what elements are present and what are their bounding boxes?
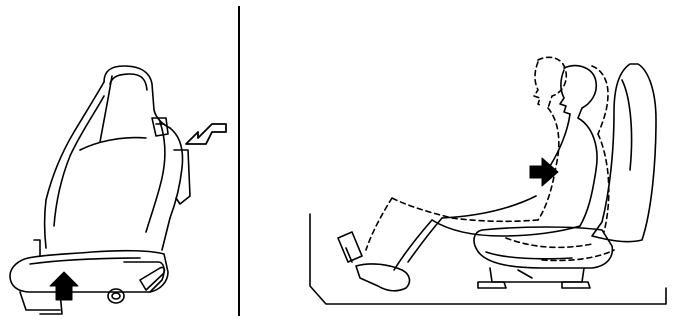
seat-headrest <box>103 65 171 129</box>
seat-back <box>591 63 657 243</box>
seatback-right-edge <box>161 127 184 251</box>
seat-side-view-panel <box>242 0 685 320</box>
arrow-left-outline-icon <box>185 123 227 145</box>
car-seat-front-view <box>9 65 227 315</box>
driver-foot <box>355 263 411 292</box>
seat-cushion <box>9 249 169 293</box>
recline-latch <box>151 117 169 137</box>
seat-lever <box>139 266 166 291</box>
seat-front-view-panel <box>0 0 236 320</box>
driver-torso <box>577 117 598 227</box>
seat-cushion-side <box>473 226 614 269</box>
seat-rail <box>489 267 585 283</box>
driver-head <box>563 64 598 119</box>
previous-driver-positions <box>365 56 615 262</box>
seatback-left-edge <box>43 81 105 249</box>
driver-seating-position-diagram <box>309 56 667 305</box>
driver-thigh <box>431 219 581 237</box>
driver-lower-leg <box>393 219 433 271</box>
pedal <box>337 231 363 263</box>
arrow-right-icon <box>529 157 559 187</box>
panel-divider <box>238 6 240 316</box>
footwell-floor <box>309 213 667 305</box>
arrow-up-icon <box>49 271 79 301</box>
